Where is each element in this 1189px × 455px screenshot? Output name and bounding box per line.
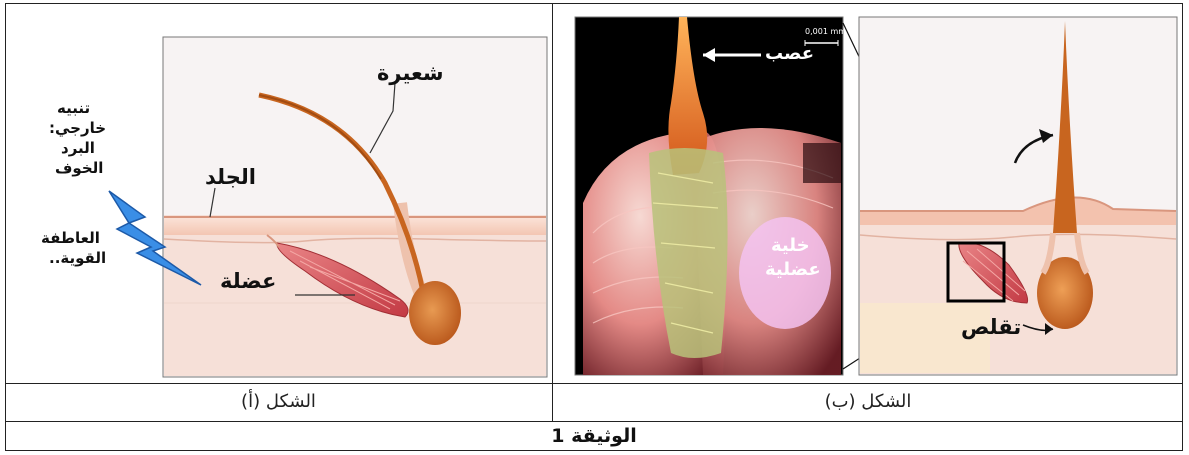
stimulus-line-6: القوية.. [49,249,106,267]
contraction-label: تقلص [961,315,1021,339]
frame-top [5,3,1183,4]
muscle-cell-label-2: عضلية [765,259,821,280]
muscle-cell-label-1: خلية [771,235,810,256]
frame-bottom [5,450,1183,451]
row-divider-1 [5,383,1183,384]
figure-b: عصب 0,001 mm خلية عضلية تقلص [553,3,1183,381]
stimulus-line-4: الخوف [55,159,103,177]
column-divider [552,3,553,421]
stimulus-line-2: خارجي: [49,119,106,137]
stimulus-line-1: تنبيه [57,99,90,117]
row-divider-2 [5,421,1183,422]
document-title: الوثيقة 1 [5,425,1183,447]
figure-b-illustration [553,3,1183,381]
document-frame: شعيرة الجلد عضلة تنبيه خارجي: البرد الخو… [5,3,1183,451]
muscle-label: عضلة [220,269,276,293]
figure-a: شعيرة الجلد عضلة تنبيه خارجي: البرد الخو… [5,3,552,381]
skin-label: الجلد [205,165,256,189]
scale-label: 0,001 mm [805,27,846,36]
stimulus-line-3: البرد [61,139,95,157]
stimulus-line-5: العاطفة [41,229,100,247]
nerve-label: عصب [765,43,814,64]
hair-label: شعيرة [377,61,444,85]
figure-a-caption: الشكل (أ) [5,391,552,412]
figure-a-illustration [5,3,552,381]
figure-b-caption: الشكل (ب) [553,391,1183,412]
hair-bulb [409,281,461,345]
